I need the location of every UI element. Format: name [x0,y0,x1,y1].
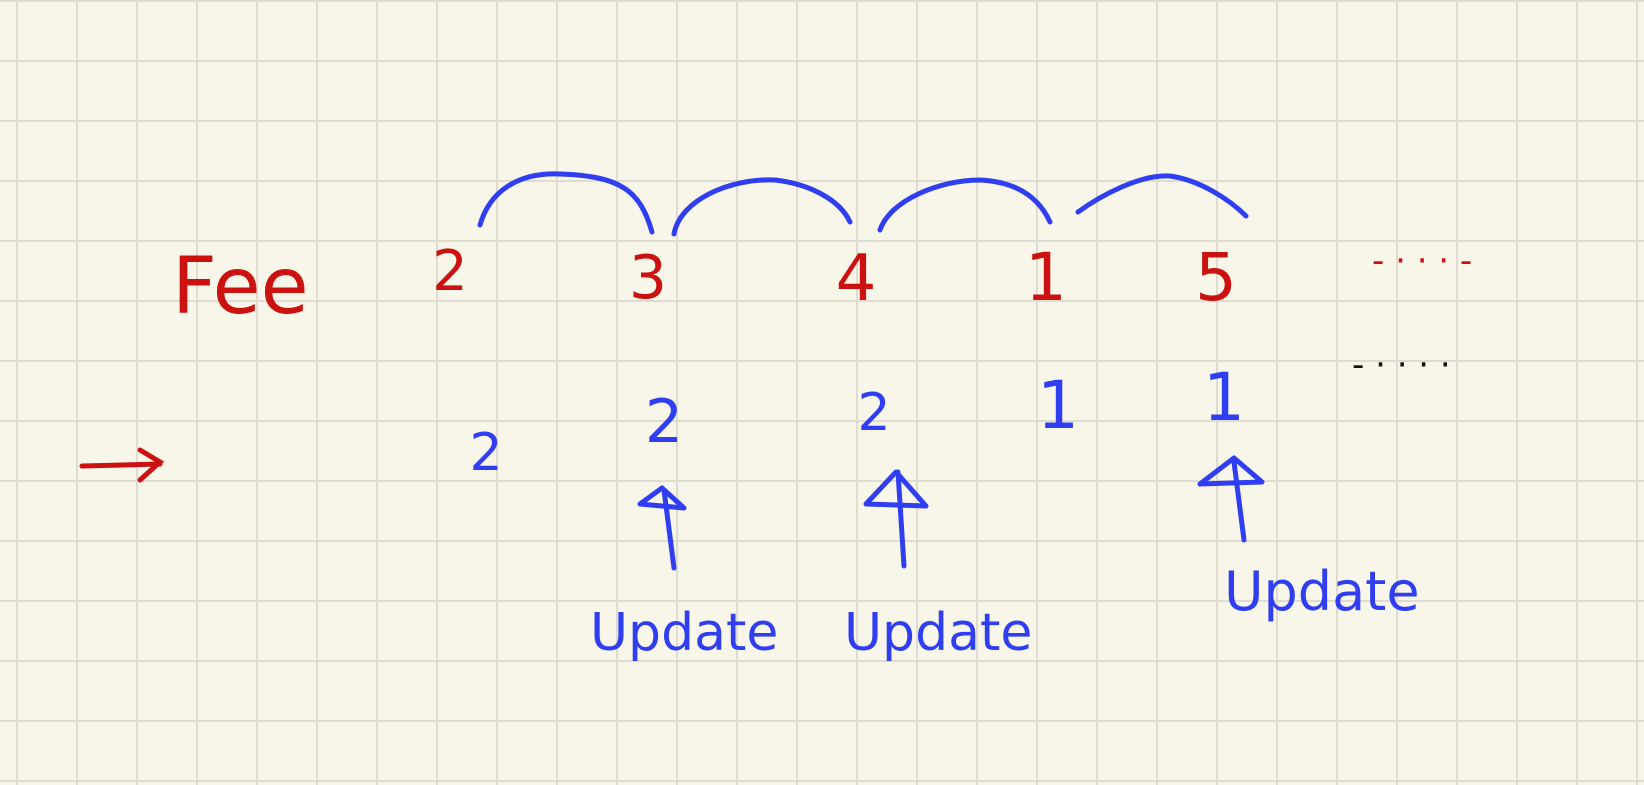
fee-value-3: 4 [836,242,877,316]
value-2: 2 [645,387,683,457]
arc-4-1 [877,177,1053,233]
update-arrows [637,455,1265,571]
arc-1-5 [1075,173,1249,219]
red-arrow-icon [79,447,165,483]
arc-3-4 [671,177,853,237]
value-4: 1 [1037,367,1079,444]
fee-value-2: 3 [629,243,667,313]
fee-label: Fee [172,242,309,332]
arc-2-3 [477,171,655,235]
update-label-2: Update [844,603,1032,663]
fee-value-1: 2 [432,239,468,304]
value-1: 2 [469,423,502,483]
up-arrow-icon [637,485,687,571]
connection-arcs [477,171,1249,237]
up-arrow-icon [863,469,929,569]
fee-value-4: 1 [1025,239,1067,316]
update-label-3: Update [1224,560,1420,623]
value-5: 1 [1203,359,1245,436]
up-arrow-icon [1197,455,1265,543]
value-ellipsis: - · · · · [1352,345,1451,385]
fee-value-5: 5 [1195,239,1237,316]
update-label-1: Update [590,603,778,663]
value-3: 2 [857,383,890,443]
fee-ellipsis: - · · · - [1372,241,1472,281]
